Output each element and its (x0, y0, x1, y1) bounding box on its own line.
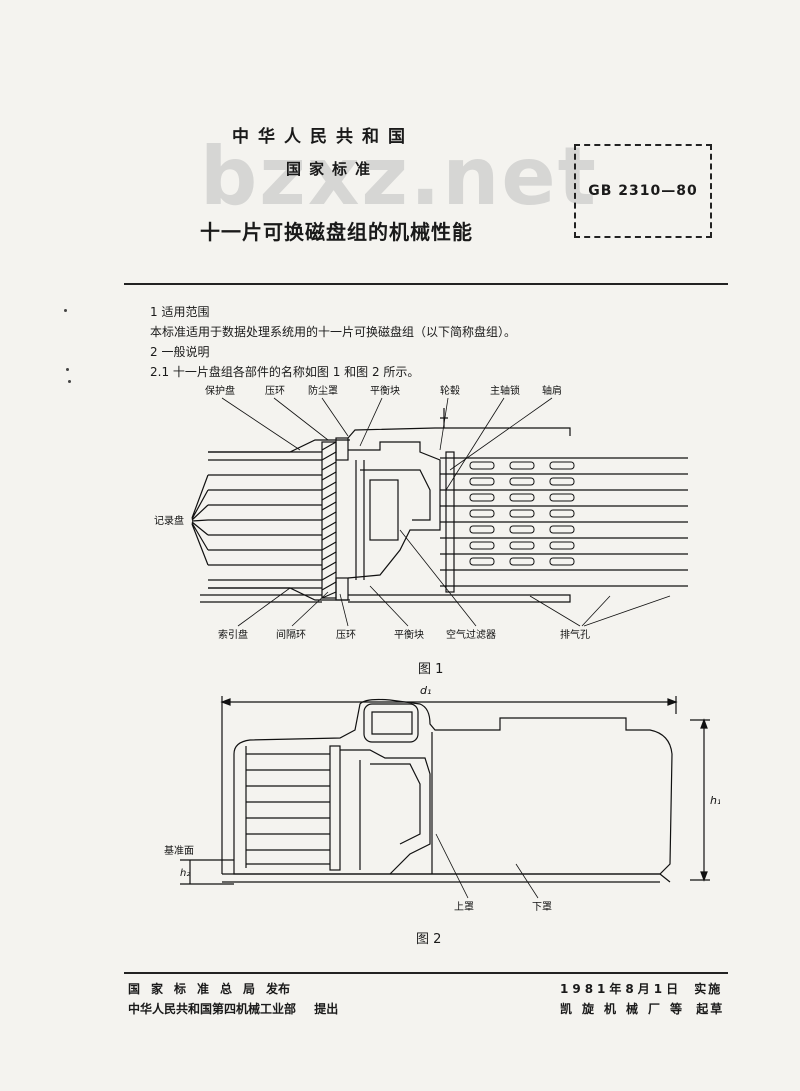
fig2-label-upper-cover: 上罩 (454, 901, 474, 913)
scan-mark (64, 309, 67, 312)
header-rule (124, 283, 728, 285)
fig1-label-index-disc: 索引盘 (218, 628, 248, 641)
fig1-label-air-filter: 空气过滤器 (446, 628, 496, 641)
section-2-heading: 2 一般说明 (150, 345, 210, 359)
dim-h1: h₁ (710, 794, 720, 807)
watermark: bzxz.net (200, 130, 598, 223)
figure-1-caption: 图 1 (418, 662, 444, 677)
fig1-label-spacer-ring: 间隔环 (276, 628, 306, 641)
figure-2-drawing: d₁ h₁ h₂ 基准面 上罩 下罩 (164, 684, 720, 913)
fig1-label-spindle-lock: 主轴锁 (490, 384, 520, 397)
figure-2-caption: 图 2 (416, 932, 442, 947)
footer-drafter: 凯旋机械厂等 (560, 1002, 693, 1016)
fig1-label-dust-cover: 防尘罩 (308, 384, 338, 397)
section-2-1-text: 2.1 十一片盘组各部件的名称如图 1 和图 2 所示。 (150, 365, 420, 379)
fig1-label-press-ring-bottom: 压环 (336, 629, 356, 641)
section-1-text: 本标准适用于数据处理系统用的十一片可换磁盘组（以下简称盘组）。 (150, 325, 517, 339)
fig2-label-reference-plane: 基准面 (164, 844, 194, 857)
figure-1-drawing: 保护盘 压环 防尘罩 平衡块 轮毂 主轴锁 轴肩 记录盘 索引盘 间隔环 压环 … (154, 384, 688, 641)
footer-issuer: 国家标准总局 (128, 982, 267, 996)
footer-issue-word: 发布 (266, 982, 291, 996)
country-name: 中华人民共和国 (232, 127, 414, 147)
footer-implement-word: 实施 (694, 982, 723, 996)
standard-type: 国家标准 (286, 160, 379, 178)
footer-proposer: 中华人民共和国第四机械工业部 (128, 1002, 297, 1016)
standard-number: GB 2310—80 (588, 183, 698, 199)
fig1-label-balance-block: 平衡块 (370, 385, 400, 397)
fig1-label-shaft-shoulder: 轴肩 (542, 384, 562, 397)
fig1-label-vent-hole: 排气孔 (560, 628, 590, 641)
fig1-label-protect-disc: 保护盘 (205, 384, 235, 397)
fig1-label-recording-disc: 记录盘 (154, 514, 184, 527)
footer-date: 1981年8月1日 (560, 982, 683, 996)
dim-d1: d₁ (420, 684, 431, 697)
standard-number-box: GB 2310—80 (574, 144, 712, 238)
document-title: 十一片可换磁盘组的机械性能 (200, 220, 473, 244)
section-1-heading: 1 适用范围 (150, 305, 210, 319)
fig1-label-balance-block-bottom: 平衡块 (394, 629, 424, 641)
footer-draft-word: 起草 (696, 1002, 725, 1016)
fig2-label-lower-cover: 下罩 (532, 901, 552, 913)
dim-h2: h₂ (180, 868, 190, 879)
fig1-label-hub: 轮毂 (440, 384, 460, 397)
footer-rule (124, 972, 728, 974)
footer-propose-word: 提出 (314, 1002, 339, 1016)
scan-mark (66, 368, 69, 371)
scan-mark (68, 380, 71, 383)
fig1-label-press-ring: 压环 (265, 385, 285, 397)
